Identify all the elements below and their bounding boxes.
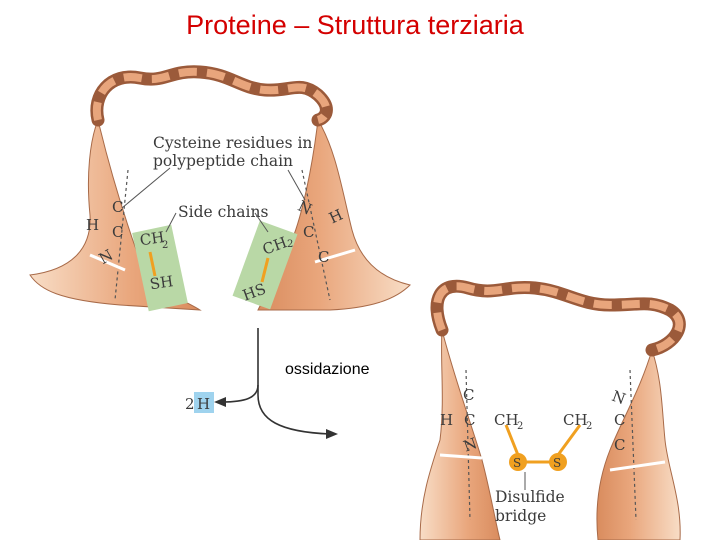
atom-ch-left-ox: CH <box>494 411 519 429</box>
left-side-chain-box <box>132 224 188 312</box>
label-cysteine-1: Cysteine residues in <box>153 134 312 152</box>
left-chain-arm-ox <box>419 329 501 540</box>
sub-two-left-ox: 2 <box>517 421 523 432</box>
h-box <box>194 392 214 413</box>
atom-ch-left: CH <box>139 228 166 249</box>
sub-two-right: 2 <box>287 239 293 250</box>
atom-s-right: S <box>553 456 561 470</box>
atom-c-left-top-ox: C <box>463 386 474 404</box>
atom-c-right-ox: C <box>614 411 625 429</box>
right-chain-arm <box>257 118 411 311</box>
atom-h-left: H <box>86 216 99 234</box>
atom-c-left-top: C <box>112 198 123 216</box>
ribbon-loop-ox <box>430 279 686 357</box>
sulfur-left <box>509 453 527 471</box>
two-h-atom: H <box>197 395 210 413</box>
atom-c-right-bottom: C <box>318 248 329 266</box>
atom-h-left-ox: H <box>440 411 453 429</box>
label-ossidazione: ossidazione <box>285 361 370 378</box>
oxidized-protein: S S C H C N CH 2 CH 2 N C C Disulfide br… <box>419 279 686 540</box>
atom-sh: SH <box>149 272 175 293</box>
reduced-protein: H C C N CH 2 SH N C H C CH 2 HS Cysteine… <box>29 65 411 312</box>
atom-n-left-ox: N <box>461 434 479 455</box>
label-side-chains: Side chains <box>178 203 268 221</box>
atom-c-right-bottom-ox: C <box>614 436 625 454</box>
atom-c-left: C <box>112 223 123 241</box>
atom-n-right-ox: N <box>610 387 628 408</box>
sub-two-right-ox: 2 <box>586 421 592 432</box>
atom-c-right: C <box>303 223 314 241</box>
atom-s-left: S <box>513 456 521 470</box>
page-title: Proteine – Struttura terziaria <box>186 10 524 40</box>
reaction-arrow: ossidazione 2 H <box>185 328 370 439</box>
atom-c-left-ox: C <box>464 411 475 429</box>
label-cysteine-2: polypeptide chain <box>153 152 293 170</box>
label-disulfide-1: Disulfide <box>495 488 565 506</box>
atom-ch-right-ox: CH <box>563 411 588 429</box>
two-h-coef: 2 <box>185 395 195 413</box>
right-chain-arm-ox <box>596 348 681 540</box>
sulfur-right <box>549 453 567 471</box>
sub-two-left: 2 <box>162 240 168 251</box>
label-disulfide-2: bridge <box>495 507 546 525</box>
left-chain-arm <box>29 118 202 311</box>
